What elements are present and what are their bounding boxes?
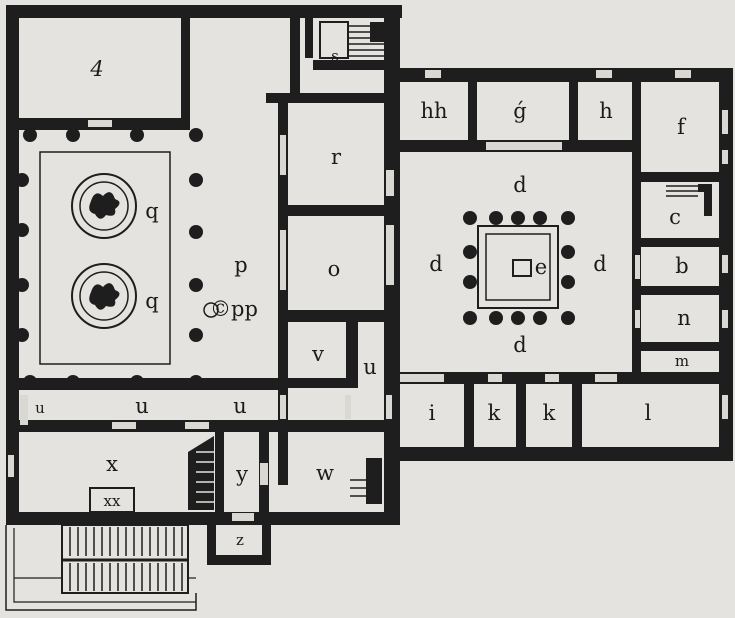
label-room-hh: hh [420,99,447,123]
entrance-steps [61,524,189,594]
altar-xx [89,487,135,513]
label-room-q-lower: q [145,289,158,313]
label-room-i: i [429,401,436,425]
label-room-u-west: u [35,399,45,417]
label-room-u-right: u [233,394,247,418]
label-room-m: m [675,352,689,370]
label-room-pp: ©pp [210,297,258,321]
fountain-basin-upper [71,173,137,239]
label-room-d-top: d [513,173,526,197]
stair-w [350,458,382,504]
label-room-b: b [675,254,688,278]
label-room-h: h [599,99,613,123]
peristyle-columns [15,128,203,389]
label-room-u-center: u [135,394,149,418]
label-room-r: r [331,145,342,169]
label-room-q-upper: q [145,199,158,223]
label-room-e: e [535,255,547,279]
label-room-g: ǵ [513,99,526,123]
label-room-u-east: u [363,355,377,379]
label-room-d-right: d [593,252,606,276]
label-room-z: z [236,531,244,549]
atrium [463,211,575,325]
label-room-v: v [311,342,324,366]
atrium-columns [463,211,575,325]
fountain-basin-lower [71,263,137,329]
stair-c [666,184,712,216]
label-room-xx: xx [104,492,121,510]
peristyle-garden [15,128,203,389]
label-room-k-left: k [488,401,501,425]
label-room-l: l [645,401,652,425]
label-room-k-right: k [543,401,556,425]
label-room-4: 4 [89,57,103,81]
label-room-o: o [328,257,341,281]
label-room-n: n [677,306,691,330]
outer-terrace [5,525,197,611]
door-openings [8,70,728,521]
label-room-d-left: d [429,252,442,276]
room-labels: 4 s hh ǵ h f r c b n m o p ©pp q q d d d… [35,47,691,549]
label-room-y: y [235,462,248,486]
well-pp [203,302,219,318]
stairs [61,21,712,594]
label-room-s: s [331,47,339,65]
label-room-p: p [234,253,247,277]
stair-x [188,436,214,510]
label-room-c: c [669,205,681,229]
label-room-f: f [677,115,687,139]
label-room-d-bottom: d [513,333,526,357]
label-room-x: x [106,452,118,476]
label-room-w: w [316,461,334,485]
stair-north [319,21,384,59]
impluvium [512,259,532,277]
